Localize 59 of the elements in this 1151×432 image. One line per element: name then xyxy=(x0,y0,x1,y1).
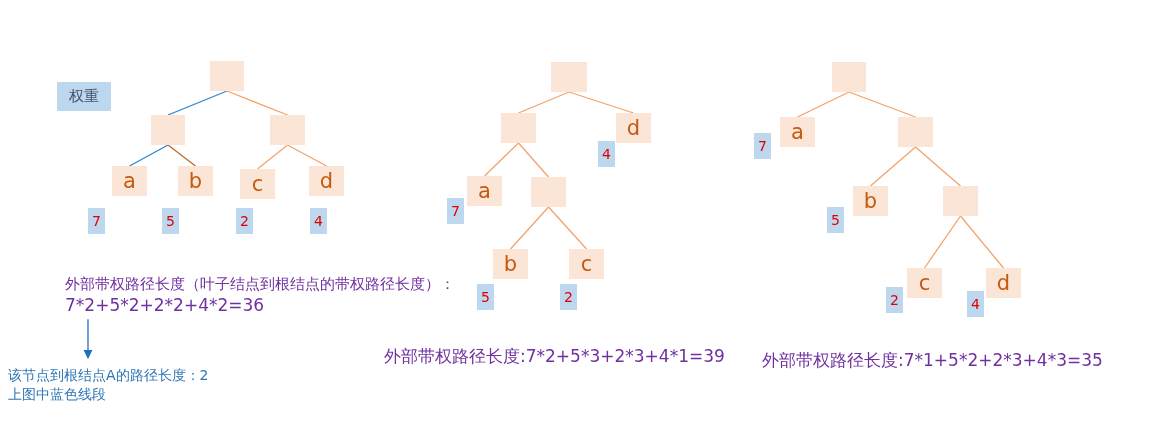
tree-node-box xyxy=(501,113,536,143)
weight-label: 2 xyxy=(560,284,577,310)
formula-text: 7*2+5*2+2*2+4*2=36 xyxy=(65,294,265,318)
tree-node-box xyxy=(832,62,866,92)
tree-edge xyxy=(517,91,570,114)
tree-edge xyxy=(286,144,328,167)
leaf-node-box: d xyxy=(616,113,651,143)
tree-edge xyxy=(547,206,588,250)
tree-edge xyxy=(509,206,550,250)
weight-label: 7 xyxy=(88,208,105,234)
note-text: 上图中蓝色线段 xyxy=(8,384,106,404)
weight-label: 2 xyxy=(886,287,903,313)
leaf-node-box: b xyxy=(493,249,528,279)
tree-edge xyxy=(923,215,962,269)
weight-label: 4 xyxy=(967,291,984,317)
heading-text: 外部带权路径长度（叶子结点到根结点的带权路径长度）： xyxy=(65,274,455,295)
weight-label: 5 xyxy=(477,284,494,310)
tree-edge xyxy=(167,144,197,167)
leaf-node-box: d xyxy=(986,268,1021,298)
legend-box: 权重 xyxy=(57,82,111,111)
tree-node-box xyxy=(531,177,566,207)
tree-edge xyxy=(517,142,550,178)
tree-edge xyxy=(869,146,917,187)
note-text: 该节点到根结点A的路径长度：2 xyxy=(8,366,209,385)
tree-edge xyxy=(848,91,917,118)
weight-label: 7 xyxy=(447,198,464,224)
leaf-node-box: a xyxy=(112,166,147,196)
formula-text: 外部带权路径长度:7*1+5*2+2*3+4*3=35 xyxy=(762,349,1103,372)
leaf-node-box: c xyxy=(240,169,275,199)
weight-label: 4 xyxy=(598,141,615,167)
weight-label: 2 xyxy=(236,208,253,234)
tree-node-box xyxy=(151,115,185,145)
weight-label: 5 xyxy=(827,207,844,233)
tree-node-box xyxy=(270,115,305,145)
tree-edge xyxy=(959,215,1005,269)
tree-edge xyxy=(796,91,850,118)
tree-node-box xyxy=(210,61,244,91)
weight-label: 5 xyxy=(162,208,179,234)
leaf-node-box: a xyxy=(467,176,502,206)
leaf-node-box: b xyxy=(853,186,888,216)
tree-edge xyxy=(128,144,169,167)
leaf-node-box: b xyxy=(178,166,213,196)
tree-edge xyxy=(568,91,635,114)
tree-node-box xyxy=(943,186,978,216)
weight-label: 4 xyxy=(310,208,327,234)
weight-label: 7 xyxy=(754,133,771,159)
formula-text: 外部带权路径长度:7*2+5*3+2*3+4*1=39 xyxy=(384,345,725,368)
arrow xyxy=(83,318,93,359)
tree-edge xyxy=(256,144,289,170)
tree-edge xyxy=(914,146,962,187)
leaf-node-box: c xyxy=(569,249,604,279)
leaf-node-box: d xyxy=(309,166,344,196)
leaf-node-box: a xyxy=(780,117,815,147)
leaf-node-box: c xyxy=(907,268,942,298)
tree-edge xyxy=(483,142,520,177)
tree-edge xyxy=(226,90,289,116)
tree-node-box xyxy=(551,62,587,92)
tree-edge xyxy=(167,90,228,116)
tree-node-box xyxy=(898,117,933,147)
